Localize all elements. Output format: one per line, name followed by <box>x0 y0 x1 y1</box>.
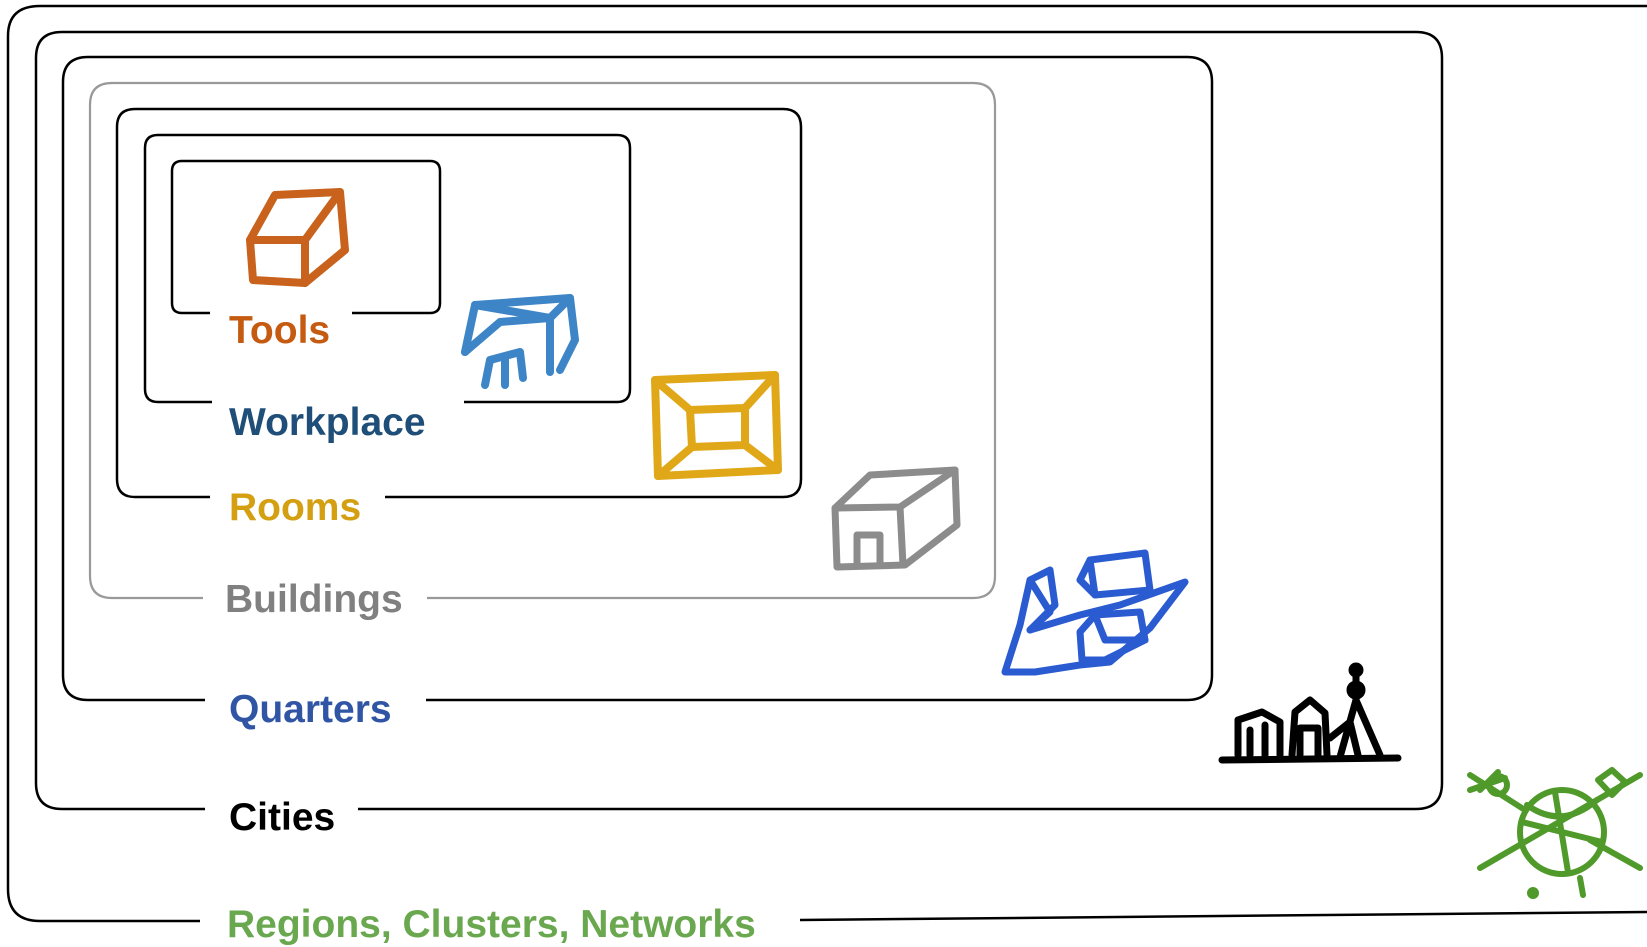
frame-quarters <box>61 55 1214 702</box>
label-workplace: Workplace <box>229 401 426 444</box>
frame-workplace <box>143 133 632 404</box>
frame-regions <box>6 4 1647 923</box>
city-skyline-icon <box>1218 662 1402 764</box>
label-rooms: Rooms <box>229 486 361 529</box>
label-cities: Cities <box>229 796 335 839</box>
building-icon <box>831 466 961 571</box>
frame-cities <box>34 30 1444 811</box>
frame-tools <box>170 159 442 315</box>
globe-network-icon <box>1467 767 1643 899</box>
quarter-blocks-icon <box>1001 549 1189 676</box>
label-buildings: Buildings <box>225 578 403 621</box>
label-tools: Tools <box>229 309 330 352</box>
label-quarters: Quarters <box>229 688 392 731</box>
tool-cube-icon <box>246 188 349 287</box>
label-regions: Regions, Clusters, Networks <box>227 903 756 946</box>
frame-buildings <box>88 81 997 600</box>
frame-rooms <box>115 107 803 499</box>
desk-icon <box>461 294 579 389</box>
room-icon <box>651 371 782 480</box>
